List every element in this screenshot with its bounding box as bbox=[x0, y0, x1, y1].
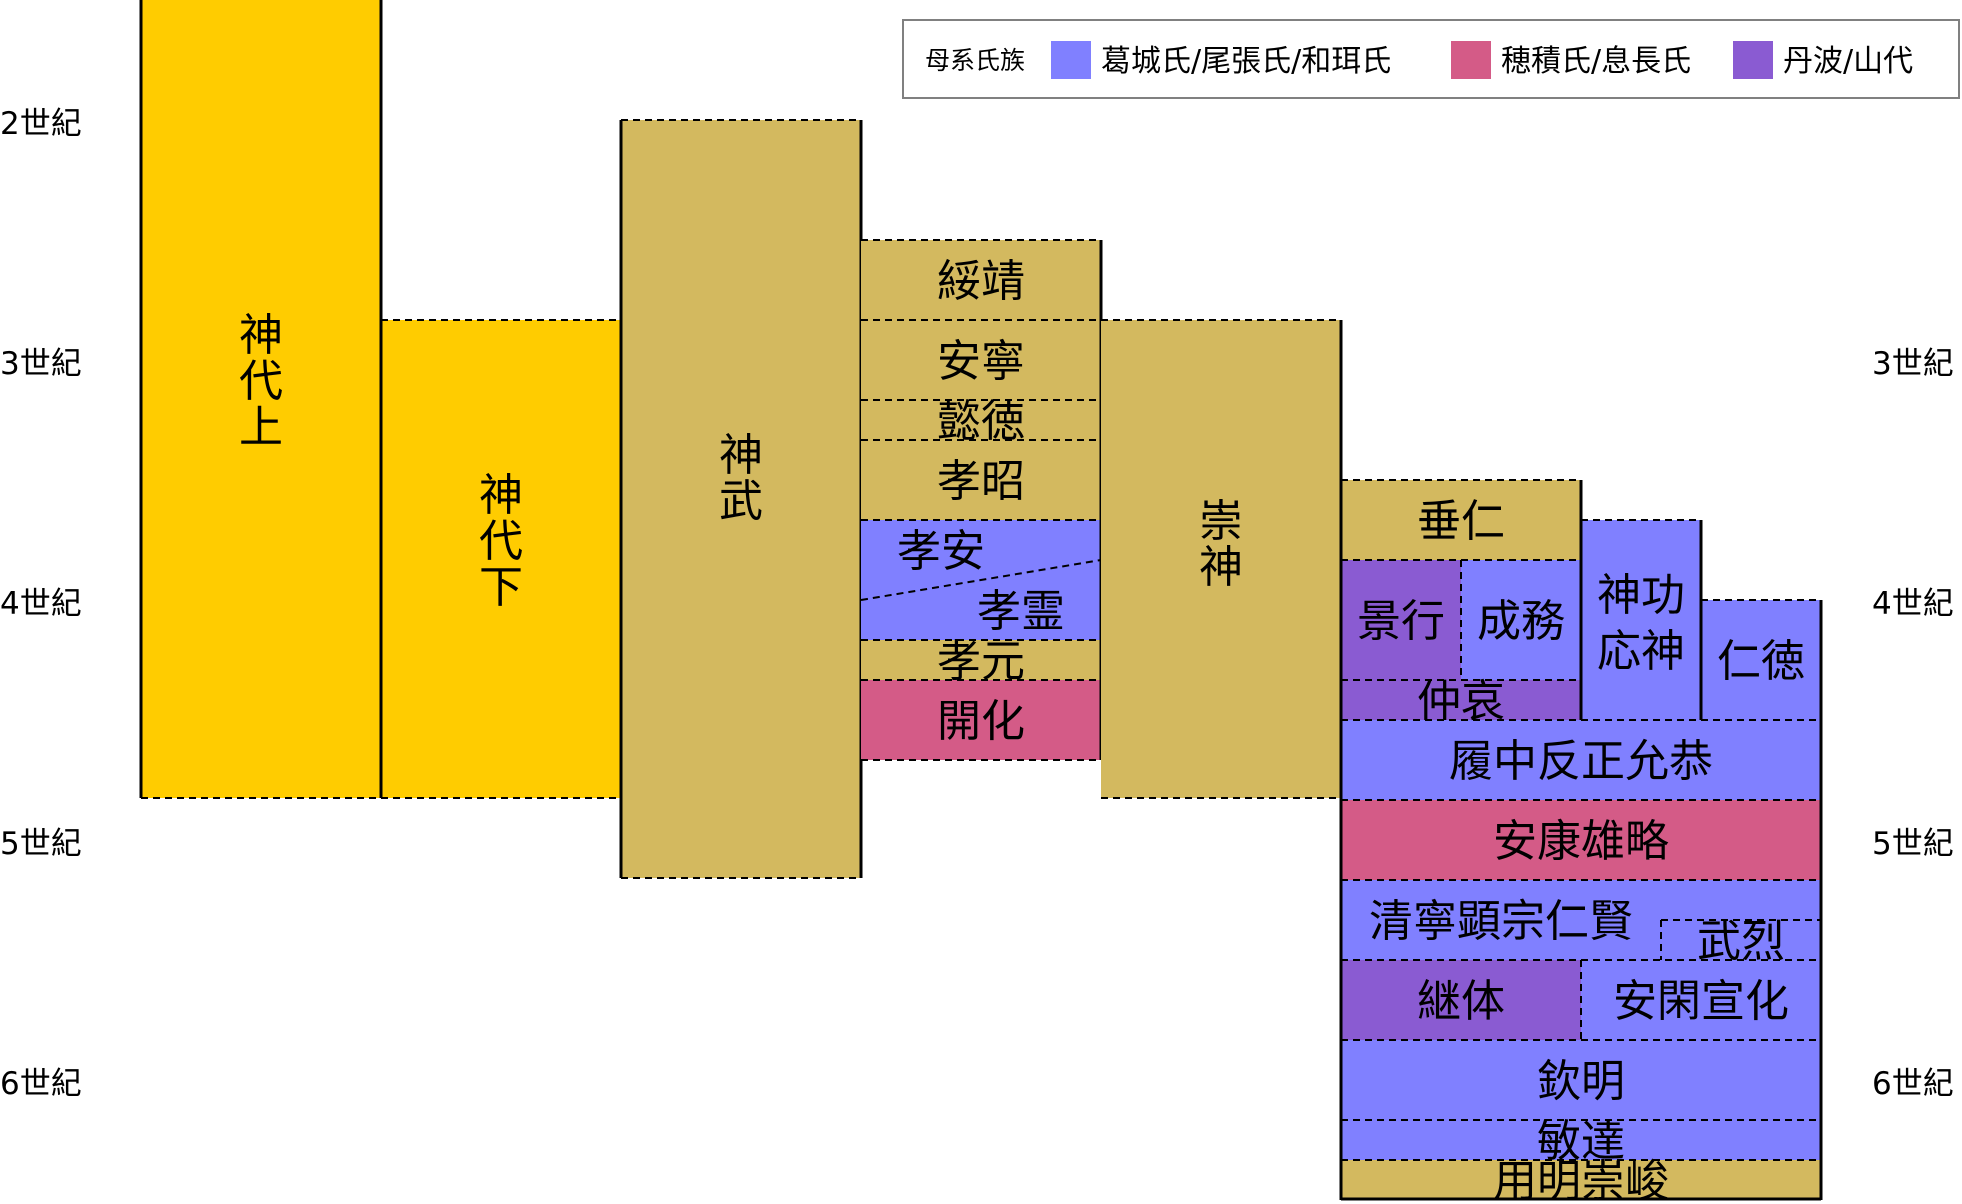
axis-label-3c-left: 3世紀 bbox=[0, 346, 82, 382]
label-kaika: 開化 bbox=[937, 696, 1025, 747]
block-itoku bbox=[861, 400, 1101, 440]
block-seinei-ninken bbox=[1341, 880, 1821, 960]
label-kamiyo-shimo: 神代下 bbox=[479, 470, 523, 613]
label-anko-yuryaku: 安康雄略 bbox=[1493, 816, 1669, 867]
block-kamiyo-kami: 神代上 bbox=[139, 0, 383, 799]
axis-label-4c-right: 4世紀 bbox=[1872, 586, 1954, 622]
label-ankan-senka: 安閑宣化 bbox=[1613, 976, 1789, 1027]
block-jingu-ojin bbox=[1581, 520, 1701, 720]
block-kimmei bbox=[1341, 1040, 1821, 1120]
legend-swatch-blue bbox=[1051, 41, 1091, 79]
label-ojin: 応神 bbox=[1597, 626, 1685, 677]
axis-label-6c-left: 6世紀 bbox=[0, 1066, 82, 1102]
block-keitai bbox=[1341, 960, 1581, 1040]
axis-label-2c-left: 2世紀 bbox=[0, 106, 82, 142]
block-nintoku bbox=[1701, 600, 1821, 720]
axis-label-4c-left: 4世紀 bbox=[0, 586, 82, 622]
axis-label-5c-left: 5世紀 bbox=[0, 826, 82, 862]
label-chuai: 仲哀 bbox=[1417, 676, 1505, 727]
label-seinei-ninken: 清寧顕宗仁賢 bbox=[1369, 896, 1633, 947]
block-kaika bbox=[861, 680, 1101, 760]
label-bidatsu: 敏達 bbox=[1537, 1116, 1625, 1167]
block-kogen bbox=[861, 640, 1101, 680]
block-seimu bbox=[1461, 560, 1581, 680]
legend-swatch-purple bbox=[1733, 41, 1773, 79]
label-keiko: 景行 bbox=[1357, 596, 1445, 647]
label-seimu: 成務 bbox=[1477, 596, 1565, 647]
label-nintoku: 仁徳 bbox=[1717, 636, 1805, 687]
block-suizei bbox=[861, 240, 1101, 320]
label-kogen: 孝元 bbox=[937, 636, 1025, 687]
column-4: 綏靖 安寧 懿徳 孝昭 孝安 孝霊 孝元 開化 bbox=[860, 239, 1103, 761]
block-keiko bbox=[1341, 560, 1461, 680]
block-jimmu: 神武 bbox=[619, 119, 863, 879]
label-koan: 孝安 bbox=[897, 526, 985, 577]
label-yomei-sushun: 用明崇峻 bbox=[1493, 1156, 1669, 1204]
block-annei bbox=[861, 320, 1101, 400]
label-kamiyo-kami: 神代上 bbox=[239, 310, 283, 453]
legend-title: 母系氏族 bbox=[925, 46, 1025, 75]
axis-label-6c-right: 6世紀 bbox=[1872, 1066, 1954, 1102]
label-itoku: 懿徳 bbox=[937, 396, 1025, 447]
block-ankan-senka bbox=[1581, 960, 1821, 1040]
block-anko-yuryaku bbox=[1341, 800, 1821, 880]
label-suinin: 垂仁 bbox=[1417, 496, 1505, 547]
right-axis: 3世紀 4世紀 5世紀 6世紀 bbox=[1872, 346, 1954, 1102]
left-axis: 2世紀 3世紀 4世紀 5世紀 6世紀 bbox=[0, 106, 82, 1102]
block-suinin bbox=[1341, 480, 1581, 560]
legend-label-pink: 穂積氏/息長氏 bbox=[1501, 44, 1691, 79]
label-korei: 孝霊 bbox=[977, 586, 1065, 637]
label-kosho: 孝昭 bbox=[937, 456, 1025, 507]
label-jingu: 神功 bbox=[1597, 570, 1685, 621]
block-yomei-sushun bbox=[1341, 1160, 1821, 1200]
legend-label-purple: 丹波/山代 bbox=[1783, 44, 1913, 79]
column-6: 垂仁 景行 成務 仲哀 神功 応神 仁徳 履中反正允恭 安康雄略 清寧顕宗仁賢 … bbox=[1339, 320, 1823, 1204]
block-richu-ingyo bbox=[1341, 720, 1821, 800]
label-richu-ingyo: 履中反正允恭 bbox=[1449, 736, 1713, 787]
axis-label-5c-right: 5世紀 bbox=[1872, 826, 1954, 862]
legend-label-blue: 葛城氏/尾張氏/和珥氏 bbox=[1101, 44, 1391, 79]
block-bidatsu bbox=[1341, 1120, 1821, 1160]
label-buretsu: 武烈 bbox=[1697, 916, 1785, 967]
label-suizei: 綏靖 bbox=[937, 256, 1025, 307]
axis-label-3c-right: 3世紀 bbox=[1872, 346, 1954, 382]
label-jimmu: 神武 bbox=[719, 430, 763, 527]
label-annei: 安寧 bbox=[937, 336, 1025, 387]
block-chuai bbox=[1341, 680, 1581, 720]
label-kimmei: 欽明 bbox=[1537, 1056, 1625, 1107]
label-sujin: 崇神 bbox=[1199, 496, 1243, 593]
block-kamiyo-shimo: 神代下 bbox=[379, 319, 621, 799]
legend-swatch-pink bbox=[1451, 41, 1491, 79]
legend: 母系氏族 葛城氏/尾張氏/和珥氏 穂積氏/息長氏 丹波/山代 bbox=[902, 19, 1960, 99]
label-keitai: 継体 bbox=[1417, 976, 1505, 1027]
block-sujin: 崇神 bbox=[1101, 319, 1343, 799]
block-kosho bbox=[861, 440, 1101, 520]
